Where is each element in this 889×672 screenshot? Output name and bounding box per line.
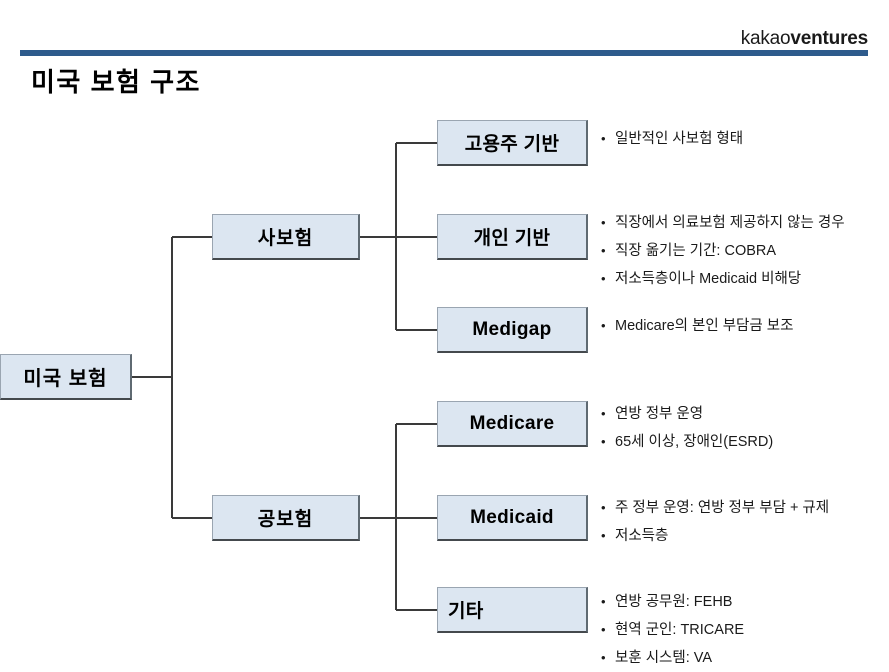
node-public-insurance[interactable]: 공보험 bbox=[212, 495, 360, 541]
node-employer-based[interactable]: 고용주 기반 bbox=[437, 120, 588, 166]
logo-text-ventures: ventures bbox=[790, 28, 868, 49]
node-medigap[interactable]: Medigap bbox=[437, 307, 588, 353]
kakaoventures-logo: kakaoventures bbox=[740, 28, 869, 50]
logo-text-kakao: kakao bbox=[740, 28, 791, 49]
bullet-item: 저소득층이나 Medicaid 비해당 bbox=[601, 265, 845, 293]
bullets-employer-based: 일반적인 사보험 형태 bbox=[601, 125, 743, 153]
node-medicare[interactable]: Medicare bbox=[437, 401, 588, 447]
bullet-item: 주 정부 운영: 연방 정부 부담 + 규제 bbox=[601, 494, 829, 522]
bullet-item: 현역 군인: TRICARE bbox=[601, 616, 744, 644]
node-label: 기타 bbox=[448, 601, 484, 622]
node-label: 공보험 bbox=[257, 509, 314, 530]
bullet-item: 일반적인 사보험 형태 bbox=[601, 125, 743, 153]
bullets-medicaid: 주 정부 운영: 연방 정부 부담 + 규제 저소득층 bbox=[601, 494, 829, 550]
node-label: 사보험 bbox=[257, 228, 314, 249]
bullet-item: 저소득층 bbox=[601, 522, 829, 550]
node-individual-based[interactable]: 개인 기반 bbox=[437, 214, 588, 260]
bullets-other: 연방 공무원: FEHB 현역 군인: TRICARE 보훈 시스템: VA bbox=[601, 588, 744, 672]
page-title: 미국 보험 구조 bbox=[31, 67, 201, 97]
node-root-us-insurance[interactable]: 미국 보험 bbox=[0, 354, 132, 400]
node-label: 고용주 기반 bbox=[464, 134, 560, 155]
node-other[interactable]: 기타 bbox=[437, 587, 588, 633]
header-divider bbox=[20, 50, 868, 56]
node-label: Medicaid bbox=[470, 506, 554, 528]
bullet-item: Medicare의 본인 부담금 보조 bbox=[601, 312, 793, 340]
node-label: 미국 보험 bbox=[23, 368, 108, 390]
bullet-item: 직장에서 의료보험 제공하지 않는 경우 bbox=[601, 209, 845, 237]
bullets-medicare: 연방 정부 운영 65세 이상, 장애인(ESRD) bbox=[601, 400, 773, 456]
node-private-insurance[interactable]: 사보험 bbox=[212, 214, 360, 260]
bullets-individual-based: 직장에서 의료보험 제공하지 않는 경우 직장 옮기는 기간: COBRA 저소… bbox=[601, 209, 845, 293]
bullet-item: 65세 이상, 장애인(ESRD) bbox=[601, 428, 773, 456]
node-medicaid[interactable]: Medicaid bbox=[437, 495, 588, 541]
node-label: Medicare bbox=[469, 412, 555, 434]
node-label: 개인 기반 bbox=[473, 228, 551, 249]
node-label: Medigap bbox=[472, 318, 552, 340]
bullets-medigap: Medicare의 본인 부담금 보조 bbox=[601, 312, 793, 340]
bullet-item: 연방 공무원: FEHB bbox=[601, 588, 744, 616]
bullet-item: 직장 옮기는 기간: COBRA bbox=[601, 237, 845, 265]
bullet-item: 보훈 시스템: VA bbox=[601, 644, 744, 672]
bullet-item: 연방 정부 운영 bbox=[601, 400, 773, 428]
